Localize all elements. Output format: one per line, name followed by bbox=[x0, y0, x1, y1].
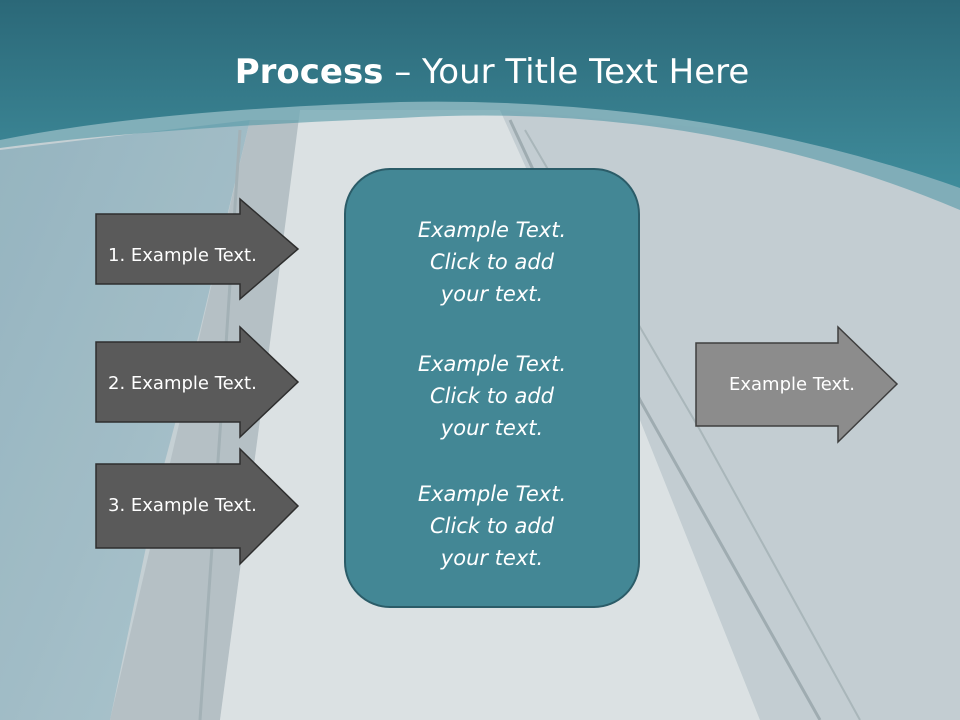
arrow-3-label: 3. Example Text. bbox=[108, 495, 257, 516]
block-line: Example Text. bbox=[417, 482, 567, 506]
slide-title[interactable]: Process – Your Title Text Here bbox=[0, 52, 960, 92]
arrow-3[interactable]: 3. Example Text. bbox=[95, 447, 305, 566]
arrow-right-shape bbox=[695, 325, 899, 444]
arrow-2-label: 2. Example Text. bbox=[108, 373, 257, 394]
arrow-2-shape bbox=[95, 325, 300, 439]
block-line: your text. bbox=[440, 546, 544, 570]
block-line: your text. bbox=[440, 282, 544, 306]
center-block-2[interactable]: Example Text. Click to add your text. bbox=[346, 348, 638, 444]
block-line: Example Text. bbox=[417, 352, 567, 376]
block-line: Click to add bbox=[429, 250, 554, 274]
arrow-3-shape bbox=[95, 447, 300, 566]
arrow-1[interactable]: 1. Example Text. bbox=[95, 197, 305, 301]
arrow-2[interactable]: 2. Example Text. bbox=[95, 325, 305, 439]
arrow-right-label: Example Text. bbox=[729, 374, 855, 395]
block-line: Click to add bbox=[429, 384, 554, 408]
center-block-1[interactable]: Example Text. Click to add your text. bbox=[346, 214, 638, 310]
title-rest: – Your Title Text Here bbox=[383, 52, 750, 92]
arrow-1-label: 1. Example Text. bbox=[108, 245, 257, 266]
arrow-1-shape bbox=[95, 197, 300, 301]
center-text-box[interactable]: Example Text. Click to add your text. Ex… bbox=[344, 168, 640, 608]
block-line: Click to add bbox=[429, 514, 554, 538]
arrow-right[interactable]: Example Text. bbox=[695, 325, 903, 444]
title-bold: Process bbox=[234, 52, 384, 92]
block-line: your text. bbox=[440, 416, 544, 440]
center-block-3[interactable]: Example Text. Click to add your text. bbox=[346, 478, 638, 574]
block-line: Example Text. bbox=[417, 218, 567, 242]
